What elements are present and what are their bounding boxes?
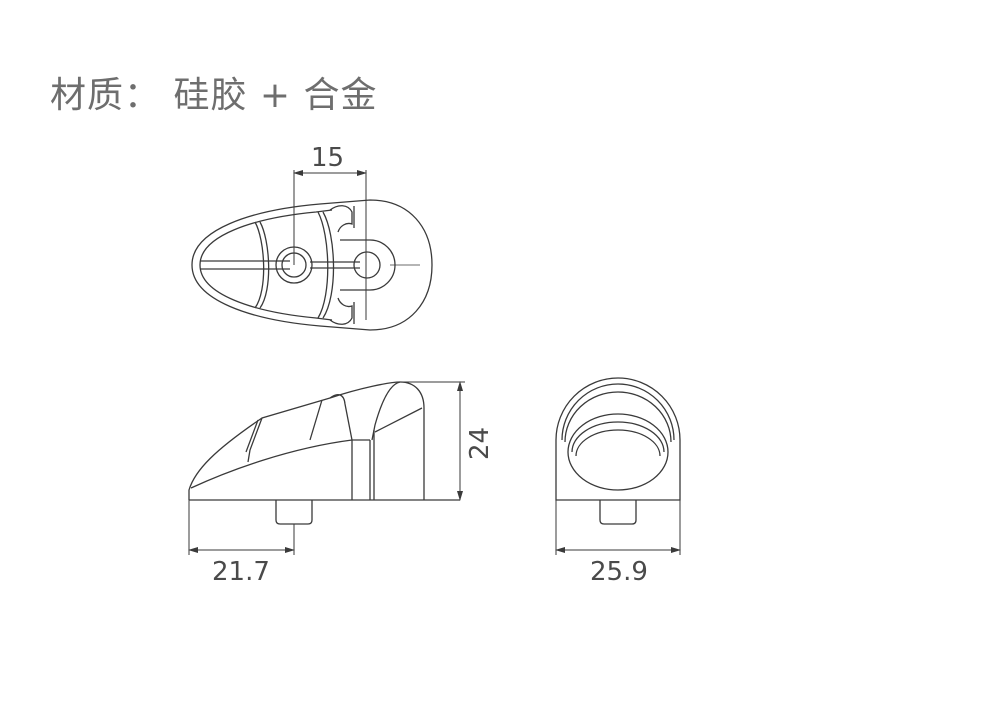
- dimension-21-7-label: 21.7: [212, 557, 270, 587]
- front-view: [555, 377, 681, 525]
- dimension-15-label: 15: [311, 143, 344, 173]
- material-title: 材质： 硅胶 + 合金: [50, 75, 378, 116]
- dimension-15: [293, 170, 367, 320]
- side-view: [188, 381, 460, 525]
- dimension-25-9: [555, 500, 681, 555]
- dimension-25-9-label: 25.9: [590, 557, 648, 587]
- dimension-24-label: 24: [465, 427, 495, 460]
- dimension-24: [400, 381, 465, 501]
- dimension-21-7: [188, 500, 295, 555]
- top-view: [191, 199, 433, 331]
